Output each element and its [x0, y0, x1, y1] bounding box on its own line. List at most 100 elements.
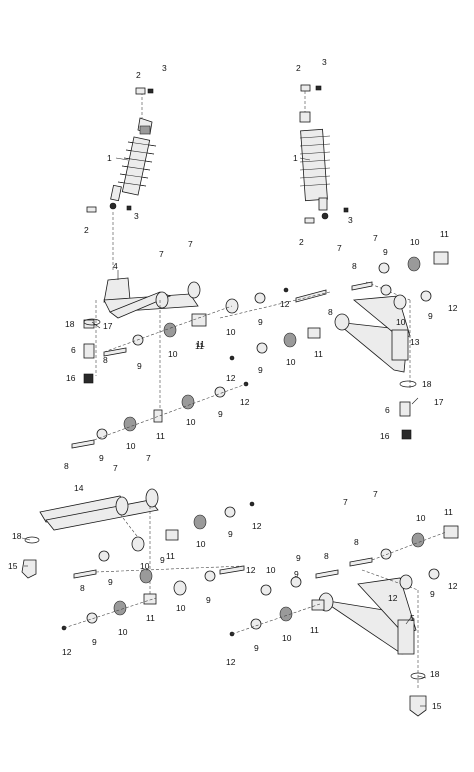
- callout-label: 10: [140, 561, 150, 571]
- callout-label: 12: [448, 303, 458, 313]
- callout-label: 8: [352, 261, 357, 271]
- callout-label: 7: [373, 233, 378, 243]
- middle-hardware: [71, 381, 249, 449]
- callout-label: 9: [108, 577, 113, 587]
- callout-label: 11: [196, 339, 205, 349]
- callout-label: 11: [310, 625, 319, 635]
- callout-label: 2: [299, 237, 304, 247]
- callout-label: 3: [348, 215, 353, 225]
- callout-label: 9: [206, 595, 211, 605]
- callout-label: 6: [71, 345, 76, 355]
- callout-label: 7: [343, 497, 348, 507]
- callout-label: 9: [99, 453, 104, 463]
- callout-label: 8: [80, 583, 85, 593]
- callout-label: 1: [107, 153, 112, 163]
- callout-label: 16: [66, 373, 76, 383]
- callout-label: 9: [137, 361, 142, 371]
- callout-label: 11: [195, 341, 204, 351]
- callout-label: 7: [159, 249, 164, 259]
- callout-label: 8: [64, 461, 69, 471]
- callout-label: 10: [282, 633, 292, 643]
- callout-label: 18: [65, 319, 75, 329]
- callout-label: 17: [103, 321, 113, 331]
- lower-right-hardware: [229, 525, 459, 637]
- callout-label: 8: [103, 355, 108, 365]
- callout-label: 12: [246, 565, 256, 575]
- lower-left-hardware: [61, 501, 255, 631]
- callout-label: 5: [410, 613, 415, 623]
- callout-label: 16: [380, 431, 390, 441]
- callout-label: 12: [388, 593, 398, 603]
- callout-label: 10: [266, 565, 276, 575]
- left-shock-absorber: [86, 87, 157, 272]
- callout-label: 12: [240, 397, 250, 407]
- lower-right-a-arm: [318, 569, 427, 717]
- callout-label: 9: [92, 637, 97, 647]
- upper-left-a-arm: [83, 277, 201, 410]
- callout-label: 10: [126, 441, 136, 451]
- callout-label: 10: [196, 539, 206, 549]
- callout-label: 14: [74, 483, 84, 493]
- callout-leaders: [21, 157, 427, 707]
- callout-label: 3: [162, 63, 167, 73]
- callout-label: 15: [432, 701, 442, 711]
- callout-label: 15: [8, 561, 18, 571]
- callout-label: 3: [322, 57, 327, 67]
- callout-label: 9: [294, 569, 299, 579]
- callout-label: 9: [228, 529, 233, 539]
- upper-right-a-arm: [219, 251, 449, 440]
- callout-label: 12: [62, 647, 72, 657]
- callout-label: 10: [176, 603, 186, 613]
- callout-label: 11: [444, 507, 453, 517]
- callout-label: 4: [113, 261, 118, 271]
- callout-label: 12: [280, 299, 290, 309]
- callout-label: 9: [296, 553, 301, 563]
- callout-label: 18: [430, 669, 440, 679]
- callout-label: 10: [186, 417, 196, 427]
- callout-label: 8: [354, 537, 359, 547]
- callout-label: 12: [252, 521, 262, 531]
- callout-label: 10: [396, 317, 406, 327]
- callout-label: 11: [156, 431, 165, 441]
- callout-label: 11: [166, 551, 175, 561]
- callout-label: 7: [188, 239, 193, 249]
- callout-label: 1: [293, 153, 298, 163]
- callout-label: 10: [416, 513, 426, 523]
- callout-label: 10: [168, 349, 178, 359]
- callout-label: 10: [286, 357, 296, 367]
- callout-label: 10: [410, 237, 420, 247]
- callout-label: 2: [136, 70, 141, 80]
- callout-label: 7: [337, 243, 342, 253]
- callout-label: 9: [383, 247, 388, 257]
- callout-label: 9: [258, 365, 263, 375]
- callout-label: 8: [328, 307, 333, 317]
- callout-label: 9: [258, 317, 263, 327]
- callout-label: 11: [440, 229, 449, 239]
- callout-label: 10: [118, 627, 128, 637]
- callout-label: 12: [226, 373, 236, 383]
- callout-label: 9: [254, 643, 259, 653]
- callout-label: 13: [410, 337, 420, 347]
- callout-label: 6: [385, 405, 390, 415]
- upper-left-hardware: [103, 287, 289, 357]
- callout-label: 8: [324, 551, 329, 561]
- callout-label: 2: [84, 225, 89, 235]
- callout-label: 9: [160, 555, 165, 565]
- callout-label: 7: [113, 463, 118, 473]
- callout-label: 9: [218, 409, 223, 419]
- callout-label: 18: [422, 379, 432, 389]
- callout-label: 9: [428, 311, 433, 321]
- callout-label: 18: [12, 531, 22, 541]
- lower-left-a-arm: [21, 488, 159, 600]
- callout-label: 9: [430, 589, 435, 599]
- callout-label: 11: [146, 613, 155, 623]
- callout-label: 11: [314, 349, 323, 359]
- right-shock-absorber: [299, 84, 349, 224]
- callout-label: 17: [434, 397, 444, 407]
- callout-label: 12: [448, 581, 458, 591]
- callout-label: 7: [373, 489, 378, 499]
- callout-label: 10: [226, 327, 236, 337]
- callout-label: 3: [134, 211, 139, 221]
